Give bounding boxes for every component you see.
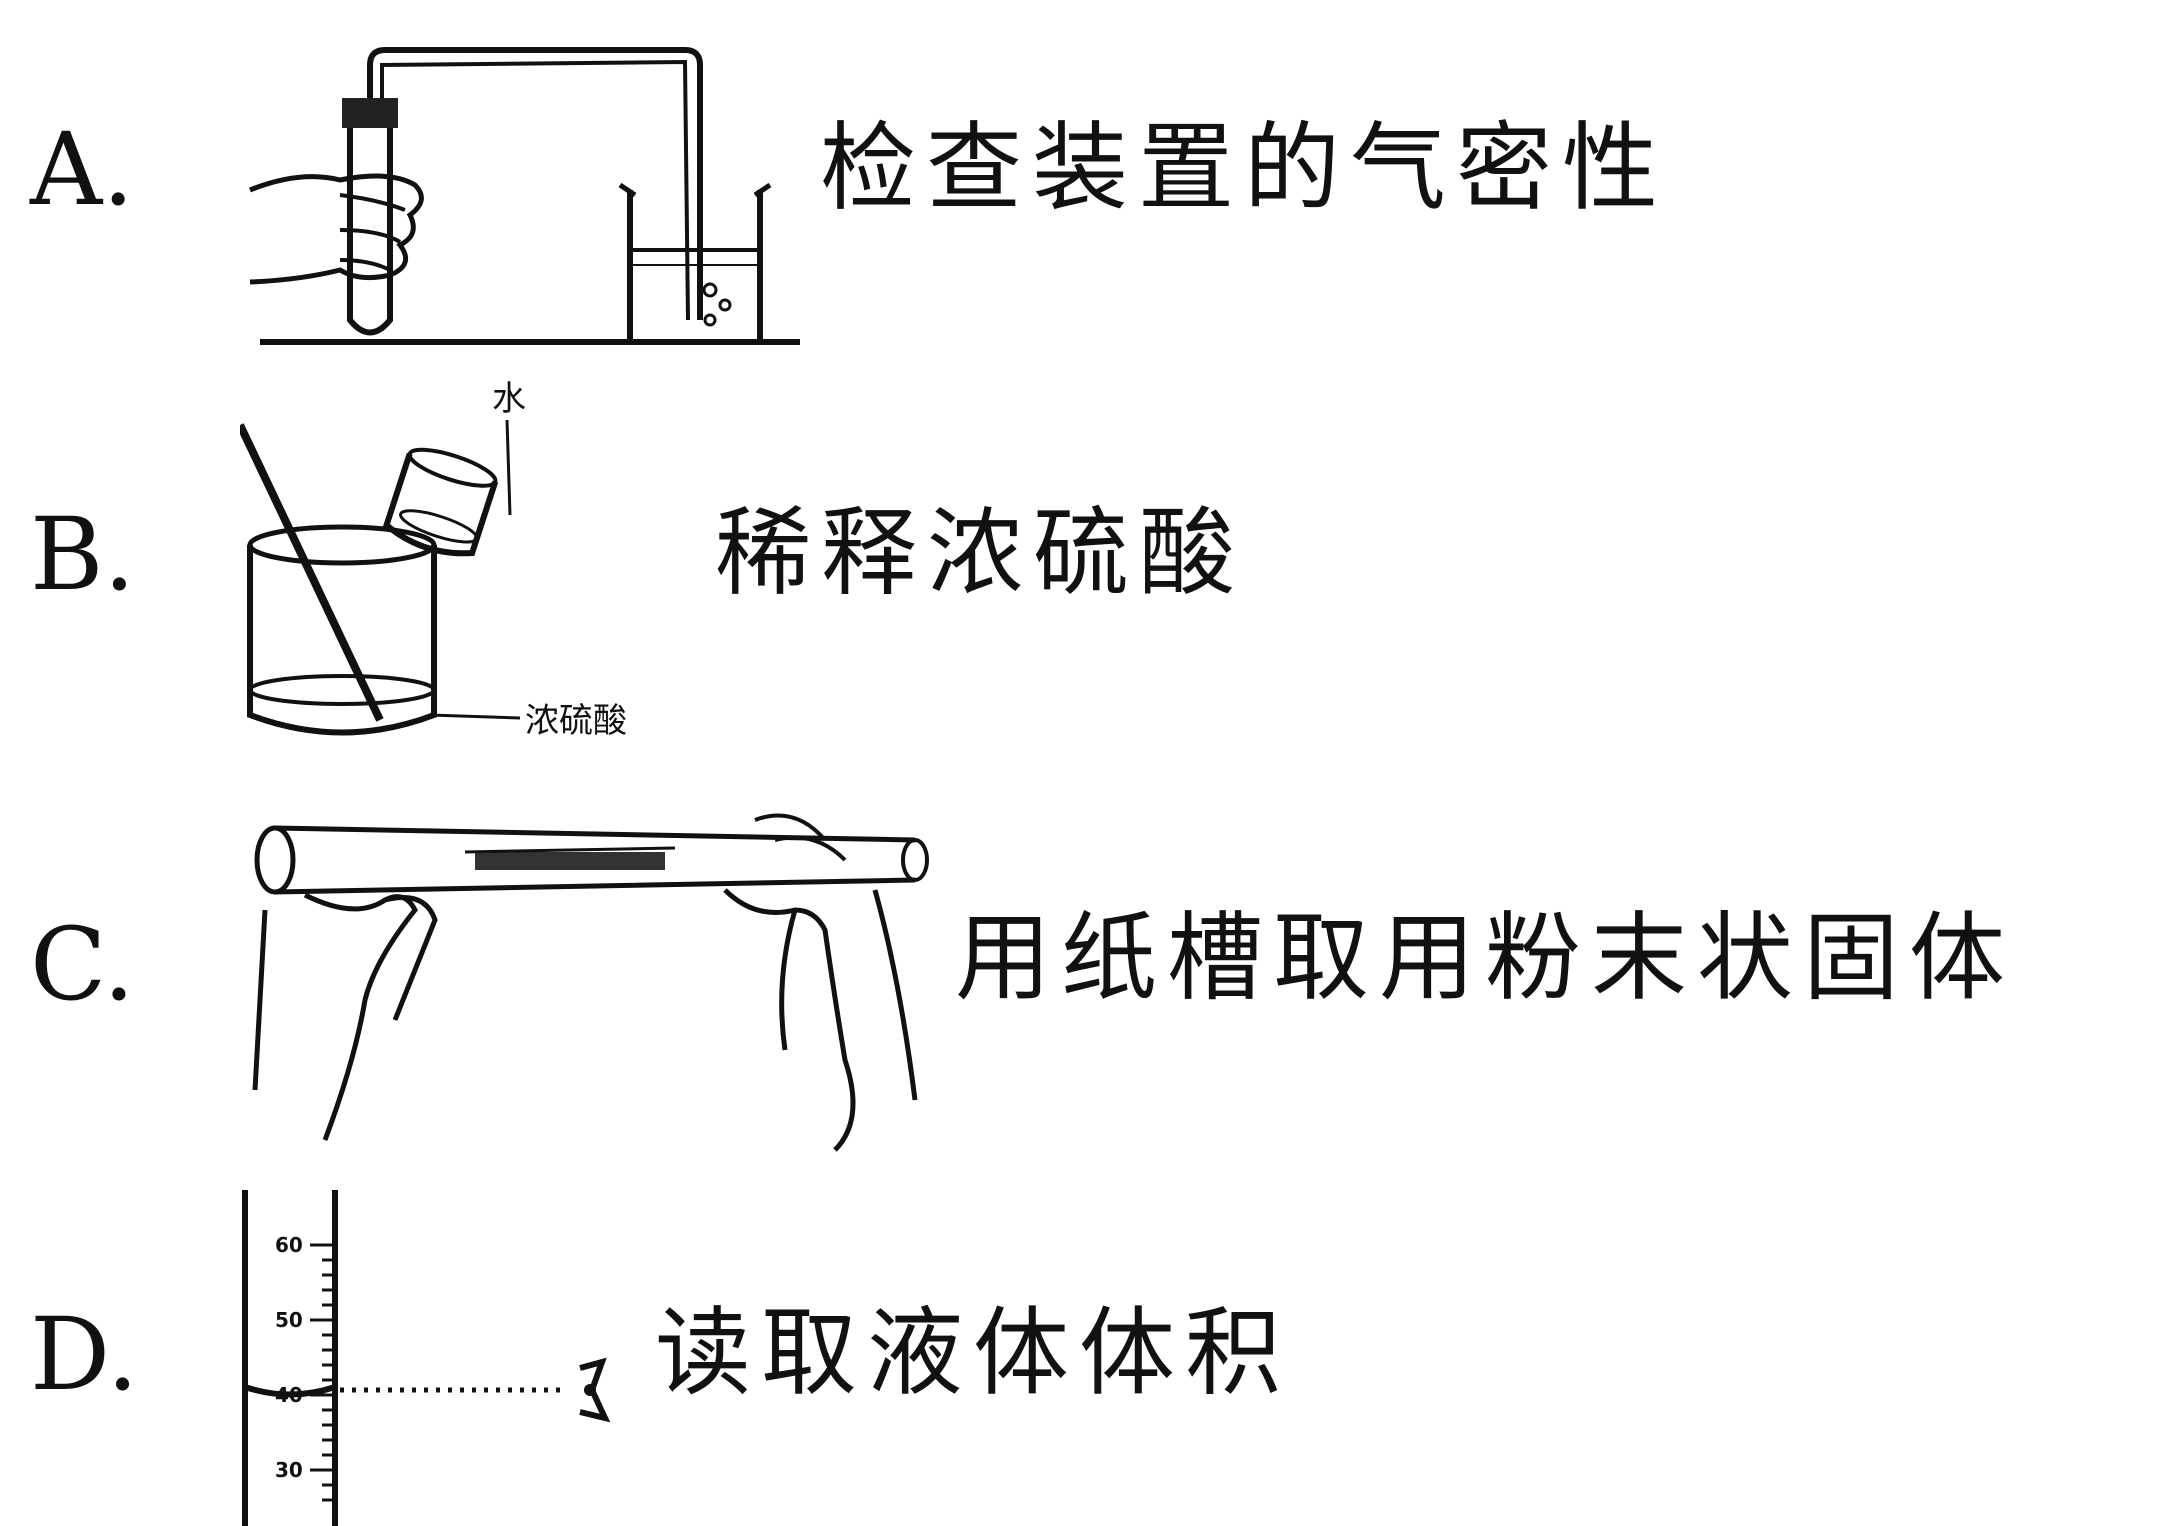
- option-b-letter: B.: [30, 496, 136, 613]
- scale-30: 30: [275, 1458, 303, 1482]
- option-d-letter: D.: [30, 1296, 139, 1413]
- read-liquid-volume-figure: 60 50 40 30: [242, 1190, 611, 1526]
- conc-acid-label: 浓硫酸: [525, 701, 627, 741]
- paper-trough-figure: [252, 813, 929, 1152]
- option-b-caption: 稀释浓硫酸: [715, 497, 1245, 609]
- option-c-letter: C.: [30, 906, 135, 1023]
- airtightness-check-figure: [249, 47, 800, 345]
- option-c-caption: 用纸槽取用粉末状固体: [955, 902, 2015, 1014]
- option-a-caption: 检查装置的气密性: [820, 112, 1668, 224]
- water-label: 水: [492, 379, 526, 419]
- scale-60: 60: [275, 1233, 303, 1257]
- option-a-letter: A.: [30, 111, 135, 228]
- scale-50: 50: [275, 1308, 303, 1332]
- dilute-sulfuric-acid-figure: 水 浓硫酸: [240, 379, 627, 741]
- option-d-caption: 读取液体体积: [655, 1297, 1291, 1409]
